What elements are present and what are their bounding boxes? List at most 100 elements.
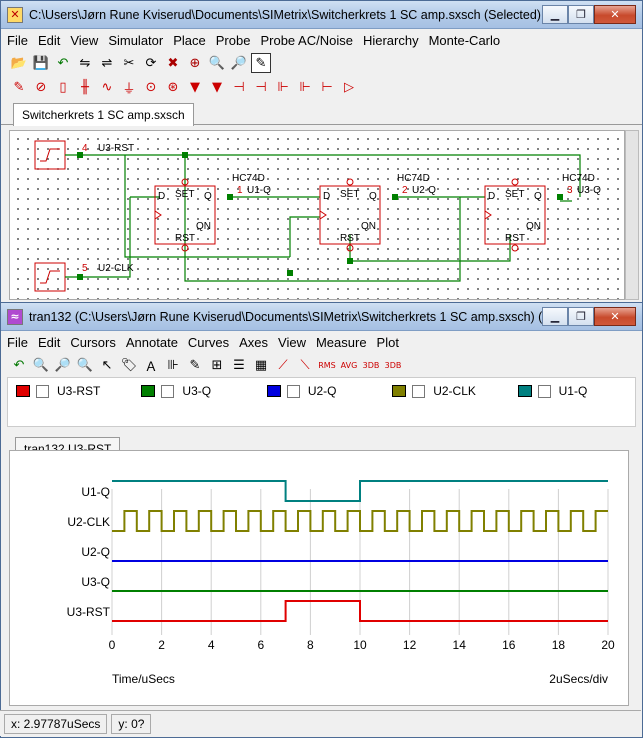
legend-checkbox[interactable] [412,384,426,398]
zoom-out-icon[interactable]: 🔍 [208,55,226,71]
inductor-icon[interactable]: ∿ [101,79,113,95]
plot-minimize-button[interactable]: ▁ [542,307,568,326]
legend-item[interactable]: U1-Q [517,384,635,398]
open-icon[interactable]: 📂 [10,55,28,71]
avg-icon[interactable]: AVG [340,360,358,370]
schematic-canvas[interactable]: D SET Q QN RST D SET Q QN RST D SET Q QN… [9,130,625,300]
undo-icon[interactable]: ↶ [13,357,25,373]
schematic-scrollbar[interactable] [625,130,639,300]
x-tick-label: 18 [552,638,566,652]
plot-menu-view[interactable]: View [278,334,306,350]
minimize-button[interactable]: ▁ [542,5,568,24]
menu-edit[interactable]: Edit [37,32,61,48]
curve-select-icon[interactable]: ↖ [101,357,113,373]
delete-icon[interactable]: ✖ [167,55,179,71]
menu-hierarchy[interactable]: Hierarchy [362,32,419,48]
plot-menu-axes[interactable]: Axes [239,334,269,350]
undo-icon[interactable]: ↶ [57,55,69,71]
probe-u2q-ref: 2 [402,185,408,196]
zoom-in-icon[interactable]: 🔎 [230,55,248,71]
source-u2clk [34,262,66,292]
pnp-icon[interactable]: ⊣ [255,79,267,95]
capacitor-icon[interactable]: ╫ [81,79,89,95]
probe-u3q-label[interactable]: U3-Q [577,185,601,196]
label-icon[interactable]: 🏷 [120,357,138,373]
legend-item[interactable]: U2-Q [266,384,384,398]
plot-menu-plot[interactable]: Plot [376,334,399,350]
probe-u2clk-label[interactable]: U2-CLK [98,263,134,274]
title-bar[interactable]: ✕ C:\Users\Jørn Rune Kviserud\Documents\… [1,1,642,29]
rise-icon[interactable]: ⟋ [278,357,288,373]
ff2-set-pin: SET [340,189,359,200]
cursor-icon[interactable]: ⊪ [167,357,179,373]
probe-u1q-label[interactable]: U1-Q [247,185,271,196]
probe-current-icon[interactable]: ⊘ [35,79,47,95]
menu-file[interactable]: File [7,32,28,48]
zoom-icon[interactable]: 🔍 [32,357,50,373]
wire-pen-icon[interactable]: ✎ [251,53,271,73]
mirror-icon[interactable]: ⇌ [101,55,113,71]
probe-u3rst-label[interactable]: U3-RST [98,143,134,154]
3db-low-icon[interactable]: 3DB [384,360,402,370]
probe-u2q-label[interactable]: U2-Q [412,185,436,196]
menu-place[interactable]: Place [173,32,206,48]
rotate-icon[interactable]: ⟳ [145,55,157,71]
npn-icon[interactable]: ⊣ [233,79,245,95]
plot-menu-file[interactable]: File [7,334,28,350]
ground-icon[interactable]: ⏚ [122,81,136,97]
fall-icon[interactable]: ⟍ [300,357,310,373]
legend-item[interactable]: U3-Q [141,384,258,398]
plot-menu-measure[interactable]: Measure [315,334,367,350]
jfet-icon[interactable]: ⊢ [321,79,333,95]
source-icon[interactable]: ⊙ [145,79,157,95]
legend-checkbox[interactable] [36,384,49,398]
cut-icon[interactable]: ✂ [123,55,135,71]
bar-icon[interactable]: ⊞ [211,357,223,373]
legend-checkbox[interactable] [161,384,175,398]
tab-schematic[interactable]: Switcherkrets 1 SC amp.sxsch [13,103,194,126]
list-icon[interactable]: ☰ [233,357,245,373]
rms-icon[interactable]: RMS [318,360,336,370]
legend-item[interactable]: U2-CLK [392,384,509,398]
menu-probe-ac-noise[interactable]: Probe AC/Noise [260,32,353,48]
zoom-full-icon[interactable]: ⊕ [189,55,201,71]
current-source-icon[interactable]: ⊛ [167,79,179,95]
menu-simulator[interactable]: Simulator [108,32,164,48]
nmos-icon[interactable]: ⊩ [277,79,289,95]
plot-menu-curves[interactable]: Curves [187,334,230,350]
brush-icon[interactable]: ✎ [189,357,201,373]
opamp-icon[interactable]: ▷ [344,79,354,95]
probe-u2clk-ref: 5 [82,263,88,274]
plot-menu-annotate[interactable]: Annotate [125,334,178,350]
table-icon[interactable]: ▦ [254,357,268,373]
plot-menu-cursors[interactable]: Cursors [70,334,116,350]
pmos-icon[interactable]: ⊩ [299,79,311,95]
menu-view[interactable]: View [70,32,99,48]
legend-checkbox[interactable] [286,384,300,398]
save-icon[interactable]: 💾 [32,55,50,71]
legend-checkbox[interactable] [537,384,551,398]
plot-maximize-button[interactable]: ❐ [568,307,594,326]
legend-item[interactable]: U3-RST [16,384,133,398]
plot-close-button[interactable]: ✕ [594,307,636,326]
menu-probe[interactable]: Probe [215,32,251,48]
3db-icon[interactable]: 3DB [362,360,380,370]
zoom-in-icon[interactable]: 🔎 [54,357,72,373]
curve-legend: U3-RST U3-Q U2-Q U2-CLK U1-Q [7,377,636,427]
series-line[interactable] [112,480,608,502]
diode-icon[interactable]: ▼ [190,79,200,95]
flip-icon[interactable]: ⇋ [79,55,91,71]
close-button[interactable]: ✕ [594,5,636,24]
maximize-button[interactable]: ❐ [568,5,594,24]
series-line[interactable] [112,600,608,622]
probe-icon[interactable]: ✎ [13,79,25,95]
plot-menu-edit[interactable]: Edit [37,334,61,350]
series-line[interactable] [112,510,608,532]
menu-monte-carlo[interactable]: Monte-Carlo [428,32,501,48]
resistor-icon[interactable]: ▯ [59,79,67,95]
zener-icon[interactable]: ▼ [212,79,222,95]
plot-title-bar[interactable]: ≈ tran132 (C:\Users\Jørn Rune Kviserud\D… [1,303,642,331]
annotate-icon[interactable]: Ａ [144,359,158,375]
zoom-out-icon[interactable]: 🔍 [76,357,94,373]
